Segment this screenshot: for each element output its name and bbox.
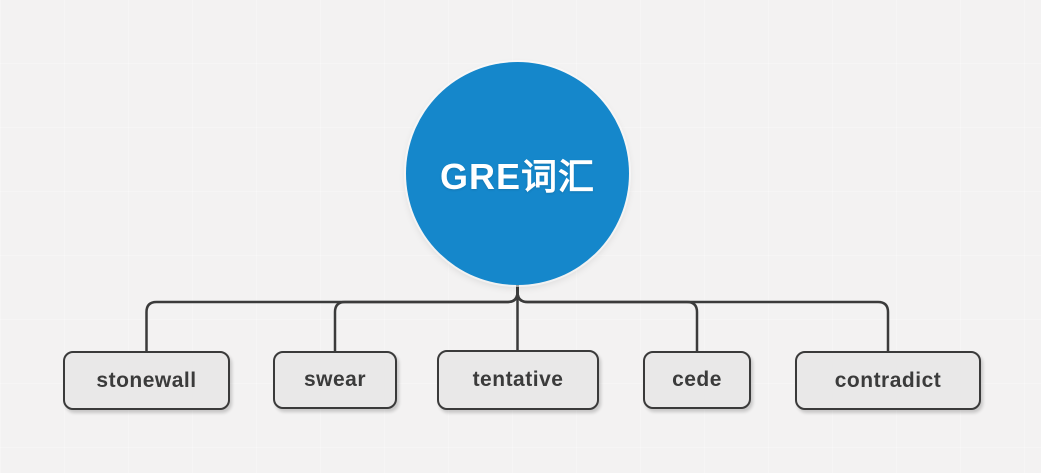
child-node-label: tentative bbox=[472, 368, 564, 391]
child-node-tentative[interactable]: tentative bbox=[437, 350, 599, 410]
child-node-label: cede bbox=[672, 368, 722, 391]
child-node-label: swear bbox=[303, 368, 367, 391]
child-node-swear[interactable]: swear bbox=[273, 351, 397, 409]
child-node-stonewall[interactable]: stonewall bbox=[63, 351, 230, 410]
root-node-gre-vocabulary[interactable]: GRE词汇 bbox=[406, 62, 629, 285]
child-node-cede[interactable]: cede bbox=[643, 351, 751, 409]
child-node-label: stonewall bbox=[96, 368, 197, 392]
connector-stonewall bbox=[145, 282, 519, 353]
root-node-label: GRE词汇 bbox=[439, 155, 595, 197]
child-node-label: contradict bbox=[834, 368, 942, 392]
connector-contradict bbox=[516, 282, 890, 353]
child-node-contradict[interactable]: contradict bbox=[795, 351, 981, 410]
connector-swear bbox=[333, 282, 519, 353]
connector-cede bbox=[516, 282, 699, 353]
